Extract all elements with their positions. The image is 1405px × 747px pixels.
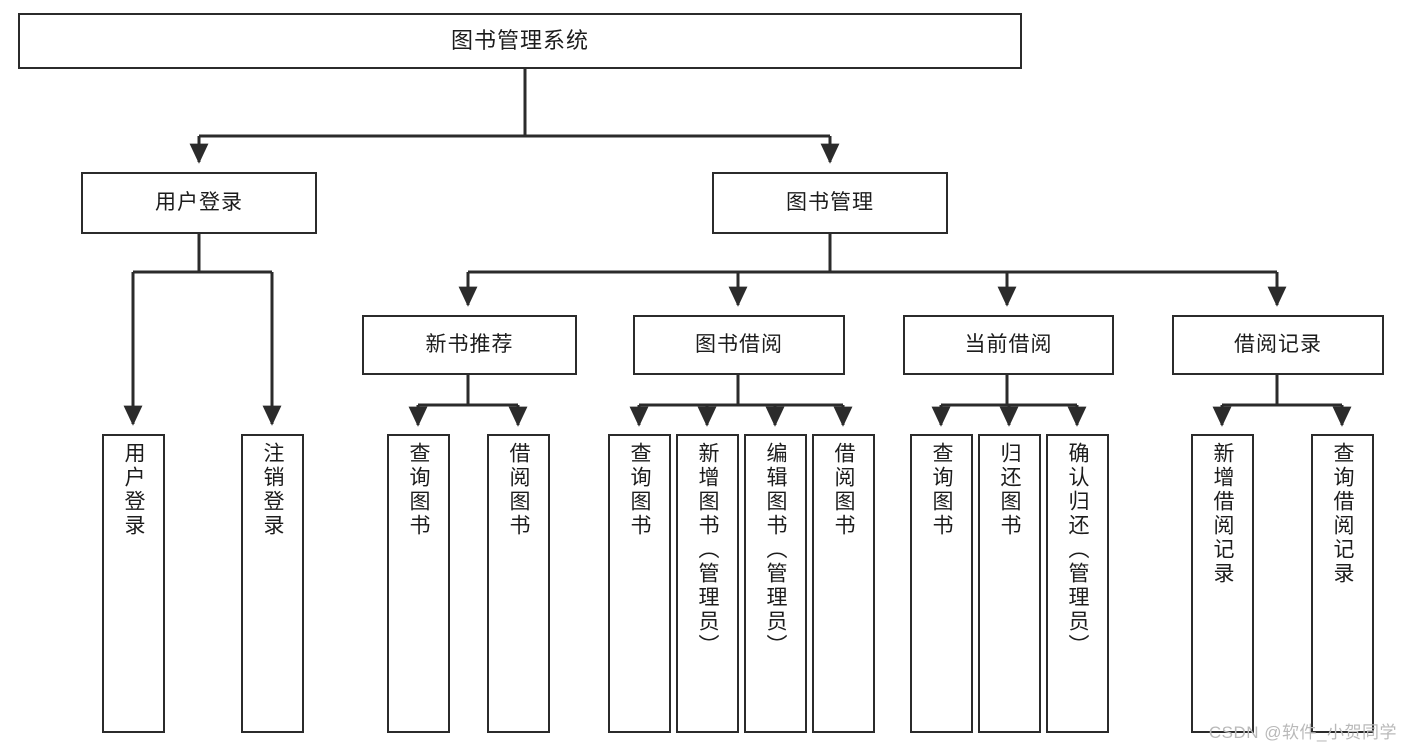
node-user-login-label: 用户登录 [155,191,243,215]
node-leaf-borrow-book-2-label: 借阅图书 [832,442,855,538]
node-leaf-return-book-label: 归还图书 [998,442,1021,538]
node-leaf-query-book-1[interactable]: 查询图书 [387,434,450,733]
node-leaf-user-login-label: 用户登录 [122,442,145,538]
node-current-borrow-label: 当前借阅 [964,333,1053,357]
node-leaf-query-book-2-label: 查询图书 [628,442,651,538]
node-new-book-recommend-label: 新书推荐 [425,333,514,357]
node-leaf-borrow-book-1-label: 借阅图书 [507,442,530,538]
node-book-manage-label: 图书管理 [786,191,874,215]
node-leaf-edit-book-label: 编辑图书（管理员） [764,442,787,658]
node-new-book-recommend[interactable]: 新书推荐 [362,315,577,375]
node-user-login[interactable]: 用户登录 [81,172,317,234]
node-leaf-add-book[interactable]: 新增图书（管理员） [676,434,739,733]
node-root[interactable]: 图书管理系统 [18,13,1022,69]
node-book-borrow[interactable]: 图书借阅 [633,315,845,375]
node-leaf-query-book-2[interactable]: 查询图书 [608,434,671,733]
node-leaf-logout-login-label: 注销登录 [261,442,284,538]
node-leaf-borrow-book-1[interactable]: 借阅图书 [487,434,550,733]
node-leaf-return-book[interactable]: 归还图书 [978,434,1041,733]
node-root-label: 图书管理系统 [450,27,589,53]
node-leaf-confirm-return[interactable]: 确认归还（管理员） [1046,434,1109,733]
node-leaf-add-record[interactable]: 新增借阅记录 [1191,434,1254,733]
node-leaf-add-book-label: 新增图书（管理员） [696,442,719,658]
node-leaf-edit-book[interactable]: 编辑图书（管理员） [744,434,807,733]
node-leaf-confirm-return-label: 确认归还（管理员） [1066,442,1089,658]
node-leaf-user-login[interactable]: 用户登录 [102,434,165,733]
node-leaf-query-record[interactable]: 查询借阅记录 [1311,434,1374,733]
node-leaf-query-book-1-label: 查询图书 [407,442,430,538]
node-borrow-record-label: 借阅记录 [1234,333,1322,357]
node-leaf-query-record-label: 查询借阅记录 [1331,442,1354,586]
node-book-borrow-label: 图书借阅 [695,333,783,357]
node-leaf-logout-login[interactable]: 注销登录 [241,434,304,733]
node-leaf-borrow-book-2[interactable]: 借阅图书 [812,434,875,733]
node-borrow-record[interactable]: 借阅记录 [1172,315,1384,375]
node-current-borrow[interactable]: 当前借阅 [903,315,1114,375]
node-leaf-add-record-label: 新增借阅记录 [1211,442,1234,586]
watermark: CSDN @软件_小贺同学 [1208,723,1397,742]
node-book-manage[interactable]: 图书管理 [712,172,948,234]
node-leaf-query-book-3-label: 查询图书 [930,442,953,538]
node-leaf-query-book-3[interactable]: 查询图书 [910,434,973,733]
